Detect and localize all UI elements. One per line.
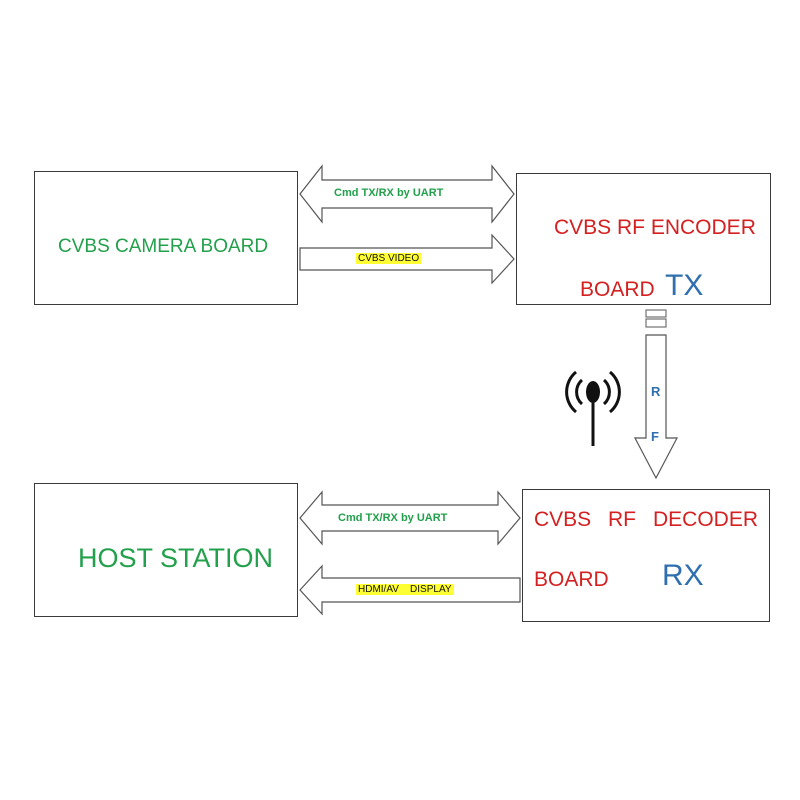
decoder-label-word1: CVBS [534,508,592,531]
uart-double-arrow-bottom [299,490,521,546]
encoder-label-line1: CVBS RF ENCODER [554,216,756,239]
cvbs-rf-decoder-box [522,489,770,622]
camera-board-label: CVBS CAMERA BOARD [58,236,269,257]
rf-down-arrow [634,334,678,480]
decoder-label-word2: RF [608,508,636,531]
decoder-rx-label: RX [662,559,704,592]
cvbs-video-text: CVBS VIDEO [356,253,422,264]
cvbs-rf-encoder-box [516,173,771,305]
cvbs-video-label: CVBS VIDEO [356,253,422,264]
host-station-label: HOST STATION [78,543,274,573]
bottom-uart-label: Cmd TX/RX by UART [338,512,448,524]
cvbs-camera-board-box [34,171,298,305]
hdmi-display-text: HDMI/AV DISPLAY [356,584,454,595]
decoder-label-line2: BOARD [534,568,609,591]
antenna-icon [565,370,621,446]
encoder-label-line2: BOARD [580,278,655,301]
host-station-box [34,483,298,617]
top-uart-label: Cmd TX/RX by UART [334,187,444,199]
hdmi-display-label: HDMI/AV DISPLAY [356,584,454,595]
uart-double-arrow-top [299,164,515,224]
decoder-label-word3: DECODER [653,508,759,531]
rf-label-r: R [651,384,661,399]
encoder-tx-label: TX [665,269,704,302]
antenna-connector [645,309,667,318]
rf-label-f: F [651,429,659,444]
antenna-connector-lower [645,318,667,328]
